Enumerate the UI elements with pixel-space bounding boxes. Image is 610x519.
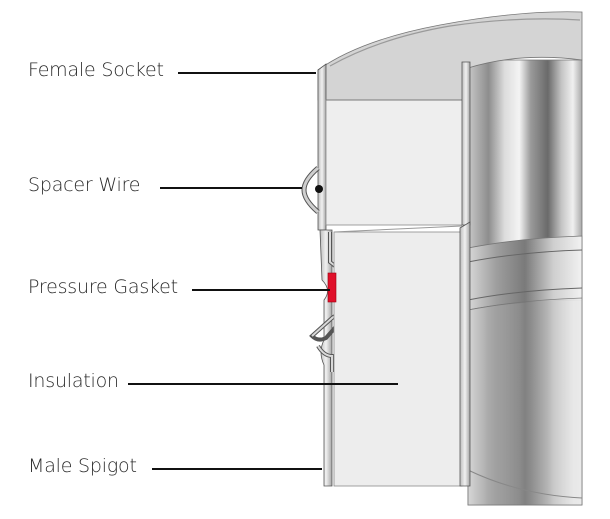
label-male-spigot: Male Spigot <box>28 455 137 477</box>
label-insulation: Insulation <box>28 370 119 392</box>
spacer-wire <box>301 166 323 214</box>
label-female-socket: Female Socket <box>28 59 164 81</box>
label-pressure-gasket: Pressure Gasket <box>28 276 178 298</box>
pipe-body <box>317 11 583 506</box>
pressure-gasket <box>327 272 337 303</box>
male-spigot <box>309 221 471 487</box>
female-socket <box>317 61 471 231</box>
insulation-block <box>333 231 463 487</box>
label-spacer-wire: Spacer Wire <box>28 174 141 196</box>
leader-lines <box>128 72 398 470</box>
